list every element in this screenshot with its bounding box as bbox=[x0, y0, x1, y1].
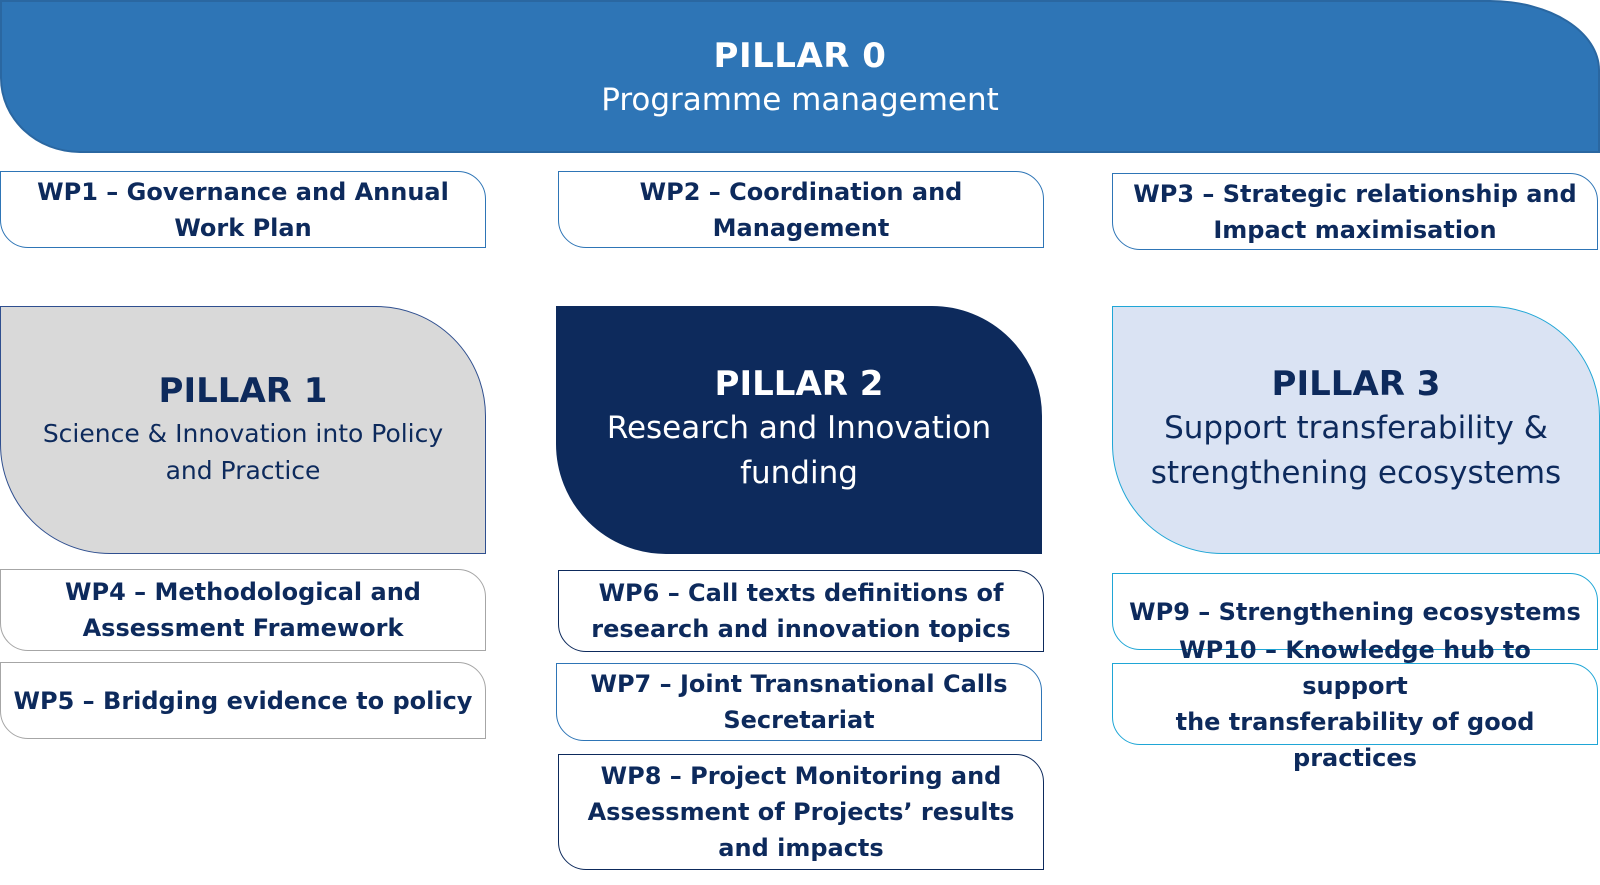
pillar-1-subtitle-line2: and Practice bbox=[165, 456, 321, 485]
wp1-box: WP1 – Governance and Annual Work Plan bbox=[0, 171, 486, 248]
pillar-1-title: PILLAR 1 bbox=[158, 371, 328, 411]
pillar-2-card: PILLAR 2 Research and Innovation funding bbox=[556, 306, 1042, 554]
wp8-box: WP8 – Project Monitoring and Assessment … bbox=[558, 754, 1044, 870]
wp7-line2: Secretariat bbox=[723, 706, 875, 734]
wp6-line2: research and innovation topics bbox=[591, 615, 1011, 643]
pillar-0-title: PILLAR 0 bbox=[713, 35, 887, 76]
pillar-1-subtitle-line1: Science & Innovation into Policy bbox=[42, 419, 444, 448]
wp9-line1: WP9 – Strengthening ecosystems bbox=[1129, 597, 1581, 626]
wp5-line1: WP5 – Bridging evidence to policy bbox=[13, 686, 473, 715]
wp10-line1: WP10 – Knowledge hub to support bbox=[1179, 636, 1531, 700]
wp9-box: WP9 – Strengthening ecosystems bbox=[1112, 573, 1598, 650]
wp6-line1: WP6 – Call texts definitions of bbox=[598, 579, 1004, 607]
wp10-box: WP10 – Knowledge hub to support the tran… bbox=[1112, 636, 1598, 772]
pillar-3-title: PILLAR 3 bbox=[1271, 364, 1441, 404]
pillar-3-subtitle-line2: strengthening ecosystems bbox=[1150, 455, 1562, 491]
wp3-box: WP3 – Strategic relationship and Impact … bbox=[1112, 173, 1598, 250]
pillar-2-subtitle-line2: funding bbox=[740, 455, 858, 491]
wp3-line2: Impact maximisation bbox=[1213, 215, 1497, 244]
wp10-line2: the transferability of good practices bbox=[1175, 708, 1535, 772]
wp7-line1: WP7 – Joint Transnational Calls bbox=[590, 670, 1008, 698]
wp7-box: WP7 – Joint Transnational Calls Secretar… bbox=[556, 663, 1042, 741]
pillar-1-card: PILLAR 1 Science & Innovation into Polic… bbox=[0, 306, 486, 554]
wp3-line1: WP3 – Strategic relationship and bbox=[1133, 179, 1577, 208]
pillar-3-card: PILLAR 3 Support transferability & stren… bbox=[1112, 306, 1600, 554]
pillar-3-subtitle-line1: Support transferability & bbox=[1164, 410, 1548, 446]
wp2-box: WP2 – Coordination and Management bbox=[558, 171, 1044, 248]
pillar-2-subtitle-line1: Research and Innovation bbox=[606, 410, 992, 446]
wp2-line1: WP2 – Coordination and bbox=[639, 177, 963, 206]
wp8-line3: and impacts bbox=[718, 834, 884, 862]
wp8-line2: Assessment of Projects’ results bbox=[587, 798, 1015, 826]
wp2-line2: Management bbox=[712, 213, 890, 242]
wp1-line2: Work Plan bbox=[174, 213, 312, 242]
pillar-0-banner: PILLAR 0 Programme management bbox=[0, 0, 1600, 153]
pillar-0-subtitle: Programme management bbox=[601, 81, 999, 118]
pillar-2-title: PILLAR 2 bbox=[714, 364, 884, 404]
wp4-line2: Assessment Framework bbox=[82, 614, 404, 642]
wp4-line1: WP4 – Methodological and bbox=[65, 578, 421, 606]
wp8-line1: WP8 – Project Monitoring and bbox=[600, 762, 1002, 790]
wp1-line1: WP1 – Governance and Annual bbox=[37, 177, 449, 206]
wp6-box: WP6 – Call texts definitions of research… bbox=[558, 570, 1044, 652]
wp4-box: WP4 – Methodological and Assessment Fram… bbox=[0, 569, 486, 651]
wp5-box: WP5 – Bridging evidence to policy bbox=[0, 662, 486, 739]
